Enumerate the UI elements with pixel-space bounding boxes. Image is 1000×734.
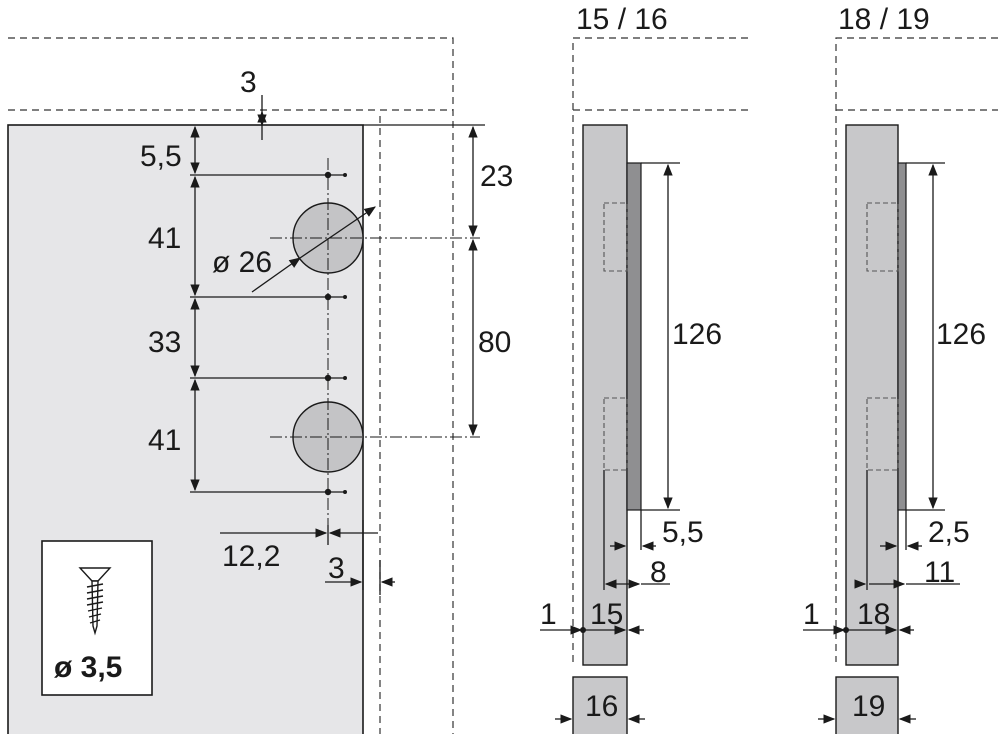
top-offset-label: 5,5 [140,140,182,173]
side-view-1-depth-label: 8 [650,556,667,589]
cup-offset-label: 23 [480,160,513,193]
screw-diameter-label: ø 3,5 [54,651,122,684]
side-view-1-offset-label: 5,5 [662,516,704,549]
side-view-1-title: 15 / 16 [576,3,668,36]
side-view-1-section-label: 16 [585,690,618,723]
screw-icon [78,567,112,636]
side-view-1-height-label: 126 [672,318,722,351]
cup-diameter-label: ø 26 [212,246,272,279]
screw-box: ø 3,5 [41,540,153,696]
spacing-upper-label: 41 [148,222,181,255]
side-view-1-gap-label: 1 [540,598,557,631]
mounting-plate-2 [897,162,907,511]
side-view-1-thickness-label: 15 [590,598,623,631]
side-view-2-offset-label: 2,5 [928,516,970,549]
screw-hole-marks [324,171,347,496]
side-view-2-height-label: 126 [936,318,986,351]
spacing-middle-label: 33 [148,326,181,359]
side-view-2-section-label: 19 [852,690,885,723]
edge-gap-label: 3 [328,552,345,585]
top-gap-label: 3 [240,66,257,99]
cup-distance-label: 80 [478,326,511,359]
side-view-15-16: 15 / 16 126 5,5 8 1 15 16 [540,3,748,734]
edge-distance-label: 12,2 [222,540,280,573]
spacing-lower-label: 41 [148,424,181,457]
side-view-2-title: 18 / 19 [838,3,930,36]
mounting-plate [626,162,642,511]
side-view-2-gap-label: 1 [803,598,820,631]
side-view-2-depth-label: 11 [924,556,955,589]
side-view-18-19: 18 / 19 126 2,5 11 1 18 19 [803,3,998,734]
side-view-2-thickness-label: 18 [857,598,890,631]
